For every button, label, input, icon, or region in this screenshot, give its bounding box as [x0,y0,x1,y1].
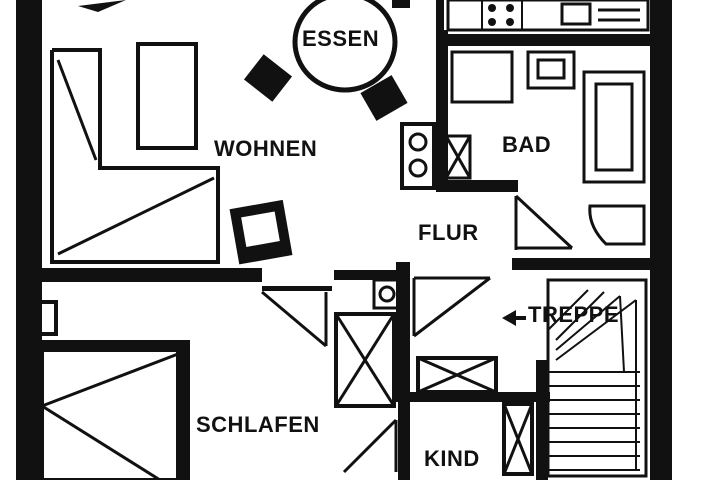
wall-bad-bottom [436,180,518,192]
nightstand [34,300,58,336]
interior-walls [30,30,656,480]
wohnen-cabinet-diagonal-2 [56,59,98,161]
wohnen-window-mark [78,0,126,12]
wall-wohnen-schlafen-thin [262,286,332,291]
bad-shaft [444,134,472,180]
doors [261,194,574,474]
door-bad-swing [514,194,574,250]
bad-furniture [444,50,646,246]
kind-furniture [502,402,534,476]
room-label-bad: BAD [502,132,551,157]
wall-kitchen-bad [436,34,656,46]
stove-plate-1 [408,132,428,152]
wall-wohnen-schlafen [30,268,262,282]
door-kind-swing [342,418,398,474]
wall-schlafen-niche [178,342,190,480]
room-labels: ESSEN WOHNEN BAD FLUR TREPPE SCHLAFEN KI… [196,26,619,471]
kind-cupboard-x2 [502,403,534,475]
outer-wall-right [650,0,672,480]
wall-bad-treppe [512,258,652,270]
wall-schlafen-niche-top [36,340,190,350]
room-label-kind: KIND [424,446,480,471]
staircase [502,278,648,478]
wohnen-furniture [50,0,436,265]
wohnen-cabinet-outline [50,48,220,264]
armchair-icon [229,199,293,265]
toilet [588,204,646,246]
outer-walls [16,0,672,480]
closet-flur [416,356,498,394]
coffee-table [136,42,198,150]
schlafen-furniture [34,300,180,480]
flur-furniture [334,278,498,408]
room-label-flur: FLUR [418,220,479,245]
dining-table [292,0,398,93]
bad-shaft-x2 [444,135,472,179]
dining-chair-right [360,75,408,121]
bed-diagonal-1 [41,352,179,408]
washbasin-inner [536,58,566,80]
closet-flur-x2 [417,356,497,394]
room-label-schlafen: SCHLAFEN [196,412,320,437]
wall-closet-top [334,270,404,280]
wohnen-cabinet-diagonal [57,176,215,256]
wall-closet-right [396,262,410,402]
wall-treppe-left [536,360,548,480]
room-label-essen: ESSEN [302,26,379,51]
outer-wall-top-right [436,0,444,40]
wall-kind-top [410,392,550,402]
heating-unit-dial [378,285,396,303]
stair-steps [547,289,640,471]
closet-left-x2 [334,313,396,407]
bathroom-cabinet [450,50,514,104]
bathtub [582,70,646,184]
hob-icon [481,0,523,31]
bed [40,348,180,480]
kitchen-sink [560,2,592,26]
dining-chair-left [243,54,293,102]
heating-unit [372,278,402,310]
stair-well [546,278,648,478]
kitchen-counter [446,0,650,32]
door-closet-swing [413,276,491,338]
bathtub-inner [594,82,634,172]
room-label-wohnen: WOHNEN [214,136,317,161]
essen-furniture [243,0,410,121]
wall-schlafen-kind [398,394,410,480]
stove-plate-2 [408,158,428,178]
washbasin [526,50,576,90]
room-label-treppe: TREPPE [528,302,619,327]
kind-cupboard [502,402,534,476]
outer-wall-left [16,0,42,480]
stove [400,122,436,190]
bed-diagonal-2 [41,404,161,480]
door-schlafen-swing [261,290,327,348]
dining-chair-top [392,0,410,8]
stair-arrow-icon [502,310,526,326]
kitchen-furniture [446,0,650,32]
closet-left [334,312,396,408]
